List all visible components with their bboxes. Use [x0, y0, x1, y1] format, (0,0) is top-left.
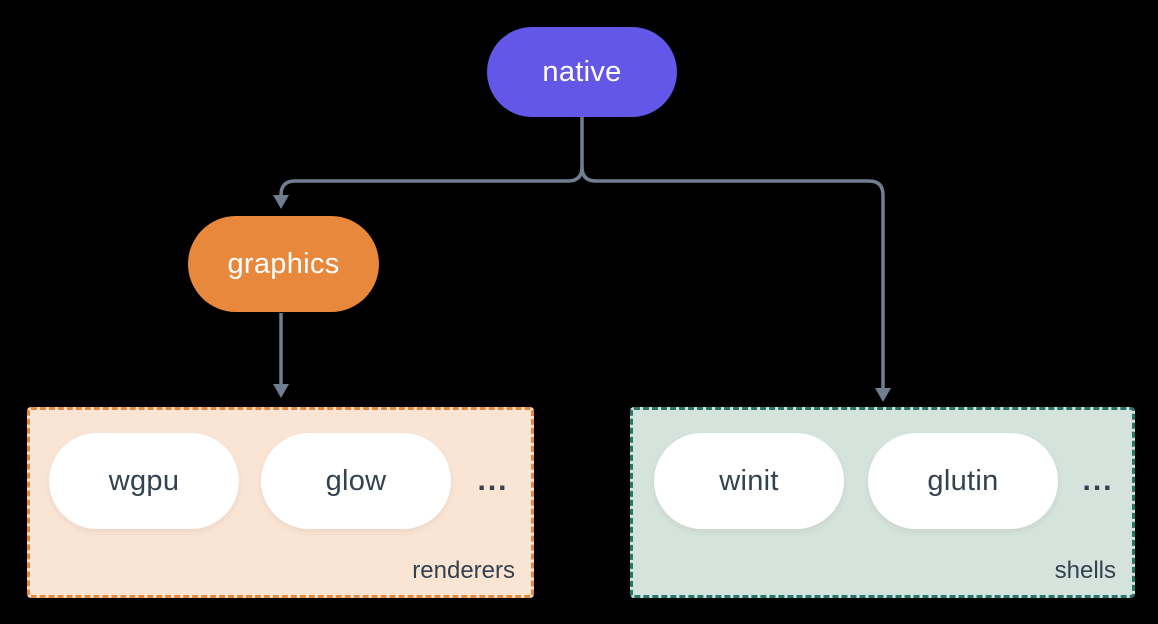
group-renderers: wgpu glow ... renderers — [27, 407, 534, 598]
arrowhead-shells-icon — [875, 388, 891, 402]
node-graphics: graphics — [188, 216, 379, 312]
group-label-renderers: renderers — [412, 557, 515, 584]
node-glutin: glutin — [868, 433, 1058, 529]
ellipsis-renderers: ... — [477, 464, 509, 497]
arrowhead-graphics-icon — [273, 195, 289, 209]
group-label-shells: shells — [1054, 557, 1116, 584]
node-wgpu: wgpu — [49, 433, 239, 529]
node-native: native — [487, 27, 677, 117]
connector-native-to-shells — [580, 166, 885, 390]
group-shells: winit glutin ... shells — [630, 407, 1135, 598]
node-winit: winit — [654, 433, 844, 529]
node-glow: glow — [261, 433, 451, 529]
ellipsis-shells: ... — [1082, 464, 1114, 497]
arrowhead-renderers-icon — [273, 384, 289, 398]
connector-native-to-graphics — [279, 117, 584, 197]
